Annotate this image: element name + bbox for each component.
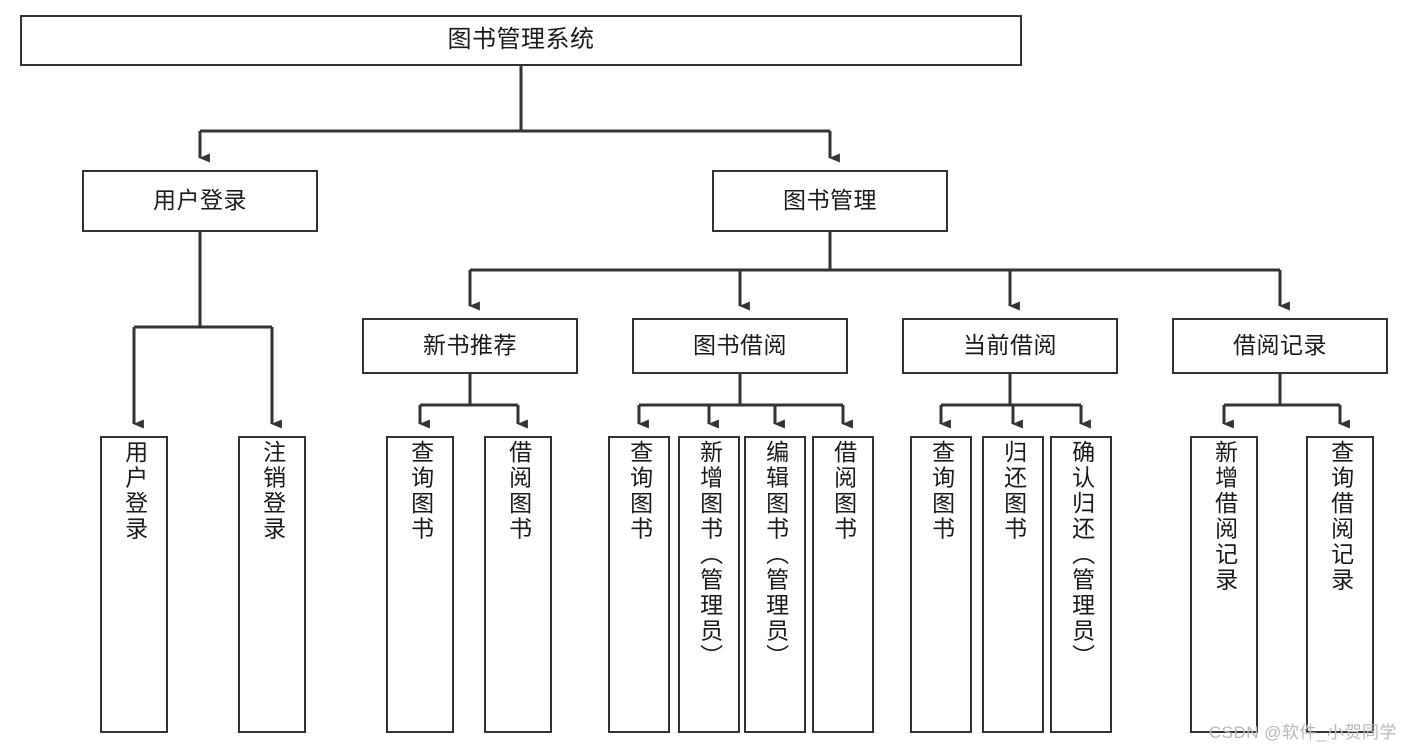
node-leaf-user-login[interactable]: 用户登录	[100, 436, 168, 733]
node-level3-current-borrow-label: 当前借阅	[963, 332, 1057, 359]
node-leaf-query-book-borrow-label: 查询图书	[626, 440, 653, 542]
node-level3-borrow-record-label: 借阅记录	[1233, 332, 1327, 359]
node-level3-book-borrow-label: 图书借阅	[693, 332, 787, 359]
node-level3-new-book-recommend[interactable]: 新书推荐	[362, 318, 578, 374]
node-level2-book-management[interactable]: 图书管理	[712, 170, 948, 232]
node-leaf-add-book-admin[interactable]: 新增图书（管理员）	[678, 436, 740, 733]
node-leaf-borrow-book[interactable]: 借阅图书	[812, 436, 874, 733]
node-leaf-borrow-book-recommend-label: 借阅图书	[505, 440, 532, 542]
node-leaf-return-book[interactable]: 归还图书	[982, 436, 1044, 733]
node-level2-user-login[interactable]: 用户登录	[82, 170, 318, 232]
node-leaf-query-book-current-label: 查询图书	[928, 440, 955, 542]
node-leaf-return-book-label: 归还图书	[1000, 440, 1027, 542]
node-root[interactable]: 图书管理系统	[20, 15, 1022, 66]
node-leaf-add-borrow-record[interactable]: 新增借阅记录	[1190, 436, 1258, 733]
node-leaf-query-book-current[interactable]: 查询图书	[910, 436, 972, 733]
node-level3-current-borrow[interactable]: 当前借阅	[902, 318, 1118, 374]
node-leaf-query-book-recommend[interactable]: 查询图书	[386, 436, 454, 733]
node-leaf-query-borrow-record-label: 查询借阅记录	[1327, 440, 1354, 593]
node-level2-user-login-label: 用户登录	[153, 187, 247, 214]
watermark: CSDN @软件_小贺同学	[1208, 723, 1397, 742]
node-leaf-borrow-book-label: 借阅图书	[830, 440, 857, 542]
node-leaf-edit-book-admin-label: 编辑图书（管理员）	[762, 440, 789, 670]
node-leaf-logout-login[interactable]: 注销登录	[238, 436, 306, 733]
node-leaf-query-book-recommend-label: 查询图书	[407, 440, 434, 542]
node-level3-book-borrow[interactable]: 图书借阅	[632, 318, 848, 374]
node-leaf-edit-book-admin[interactable]: 编辑图书（管理员）	[744, 436, 806, 733]
node-leaf-query-borrow-record[interactable]: 查询借阅记录	[1306, 436, 1374, 733]
node-level2-book-management-label: 图书管理	[783, 187, 877, 214]
node-leaf-confirm-return-admin-label: 确认归还（管理员）	[1068, 440, 1095, 670]
node-level3-borrow-record[interactable]: 借阅记录	[1172, 318, 1388, 374]
node-leaf-add-book-admin-label: 新增图书（管理员）	[696, 440, 723, 670]
node-leaf-borrow-book-recommend[interactable]: 借阅图书	[484, 436, 552, 733]
node-root-label: 图书管理系统	[447, 26, 595, 54]
node-leaf-add-borrow-record-label: 新增借阅记录	[1211, 440, 1238, 593]
node-leaf-query-book-borrow[interactable]: 查询图书	[608, 436, 670, 733]
node-leaf-user-login-label: 用户登录	[121, 440, 148, 542]
node-leaf-logout-login-label: 注销登录	[259, 440, 286, 542]
node-level3-new-book-recommend-label: 新书推荐	[423, 332, 517, 359]
node-leaf-confirm-return-admin[interactable]: 确认归还（管理员）	[1050, 436, 1112, 733]
